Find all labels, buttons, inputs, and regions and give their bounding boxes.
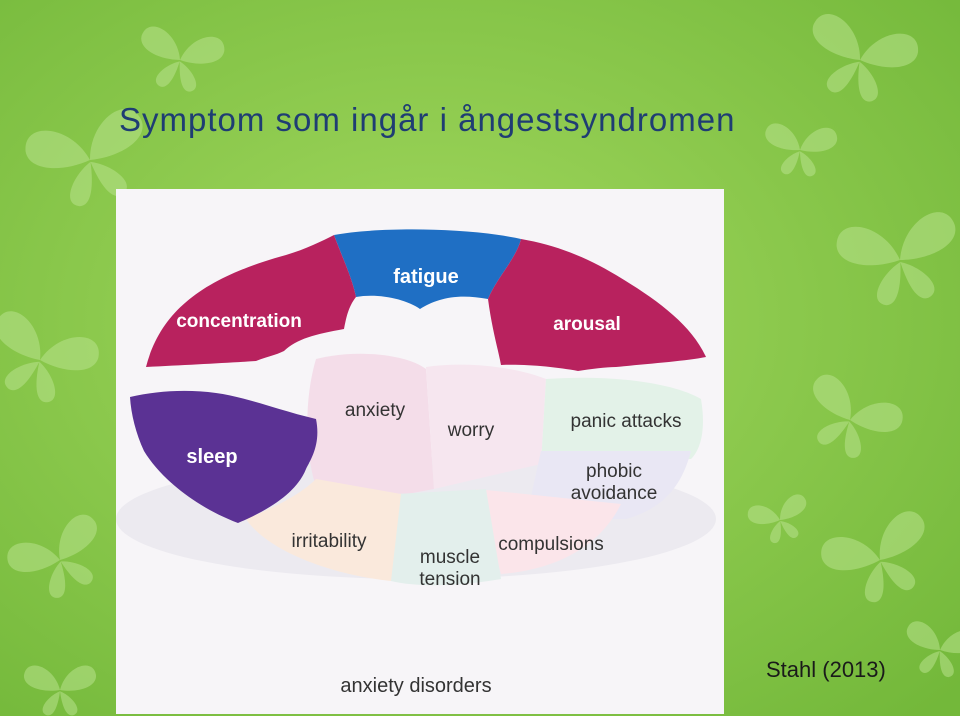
anxiety-puzzle-diagram: fatigue concentration arousal sleep anxi…	[116, 229, 716, 697]
label-concentration: concentration	[176, 311, 302, 332]
piece-panic	[541, 377, 703, 464]
label-worry: worry	[447, 420, 495, 441]
label-sleep: sleep	[186, 446, 237, 468]
label-fatigue: fatigue	[393, 266, 459, 288]
diagram-photo: fatigue concentration arousal sleep anxi…	[116, 189, 724, 714]
piece-muscle	[391, 489, 501, 586]
label-muscle: muscle	[420, 547, 480, 568]
piece-sleep	[130, 390, 318, 523]
piece-anxiety	[307, 353, 434, 509]
piece-fatigue	[334, 229, 521, 309]
label-arousal: arousal	[553, 314, 621, 335]
label-phobic: phobic	[586, 461, 642, 482]
label-avoidance: avoidance	[571, 483, 658, 504]
label-compulsions: compulsions	[498, 534, 604, 555]
label-panic-attacks: panic attacks	[571, 411, 682, 432]
diagram-caption: anxiety disorders	[340, 675, 491, 697]
piece-arousal	[488, 239, 706, 371]
piece-compulsions	[476, 489, 621, 574]
label-tension: tension	[419, 569, 480, 590]
piece-worry	[426, 364, 546, 489]
label-anxiety: anxiety	[345, 400, 406, 421]
source-credit: Stahl (2013)	[766, 657, 886, 682]
piece-irritability	[246, 479, 401, 581]
slide-title: Symptom som ingår i ångestsyndromen	[119, 101, 736, 138]
piece-concentration	[146, 235, 356, 367]
label-irritability: irritability	[292, 531, 367, 552]
